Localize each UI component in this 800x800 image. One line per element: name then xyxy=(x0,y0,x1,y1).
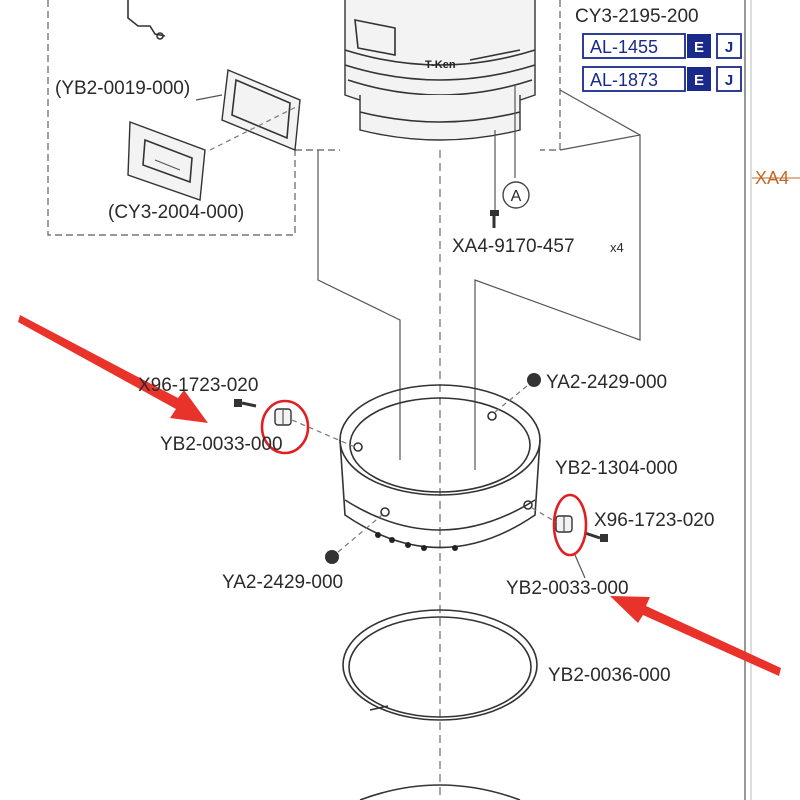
barrel-engraving xyxy=(469,49,521,61)
barrel-band-1 xyxy=(344,49,536,66)
red-arrow-right xyxy=(610,596,781,676)
ring-hole-front xyxy=(380,507,390,517)
ref-box-al-1455: AL-1455 E J xyxy=(582,33,742,59)
ring-markings xyxy=(375,532,458,551)
barrel-lower-ring xyxy=(359,95,521,141)
upper-dashed-box-right xyxy=(540,0,561,151)
highlight-ring-right xyxy=(552,493,588,557)
label-yb2-1304-000: YB2-1304-000 xyxy=(555,458,678,479)
ring-hole-back xyxy=(487,411,497,421)
ref-box-al-1455-j: J xyxy=(725,39,733,56)
label-x96-1723-020-left: X96-1723-020 xyxy=(138,375,258,396)
bracket-part xyxy=(127,0,166,37)
ref-box-al-1873: AL-1873 E J xyxy=(582,66,742,92)
plate-slot xyxy=(154,159,181,171)
label-xa4-9170-457: XA4-9170-457 xyxy=(452,236,575,257)
label-yb2-0036-000: YB2-0036-000 xyxy=(548,665,671,686)
circle-a-letter: A xyxy=(511,188,522,205)
bottom-partial-ring xyxy=(359,784,521,800)
ref-box-al-1873-code: AL-1873 xyxy=(590,70,658,90)
screw-x96-left xyxy=(234,399,257,408)
leader-yb2-0019 xyxy=(195,94,223,101)
subassembly-dashed-box xyxy=(47,0,296,236)
plate-to-window-dash xyxy=(209,104,301,151)
label-ya2-2429-000-top: YA2-2429-000 xyxy=(546,372,667,393)
plate-part-cy3-2004 xyxy=(127,121,206,201)
plate-inner xyxy=(142,138,193,184)
alignment-frame-right xyxy=(474,134,641,470)
ring-yb2-0036-inner xyxy=(348,616,532,718)
ring-yb2-0036-outer xyxy=(342,609,538,721)
reference-circle-a xyxy=(502,181,530,209)
ring-hole-left xyxy=(353,442,363,452)
ref-box-al-1873-j: J xyxy=(725,72,733,89)
nut-top-dash xyxy=(494,385,528,413)
highlight-ring-left xyxy=(260,399,310,455)
bushing-yb2-0033-left xyxy=(274,408,292,426)
label-xa4-qty: x4 xyxy=(610,240,624,255)
nut-ya2-2429-bottom xyxy=(325,550,339,564)
screw-xa4-head xyxy=(490,210,499,216)
screw-x96-right xyxy=(584,531,608,542)
ring-band xyxy=(344,499,536,531)
leader-yb2-0033-right xyxy=(574,554,586,579)
bracket-screw xyxy=(156,32,164,40)
nut-ya2-2429-top xyxy=(527,373,541,387)
ref-box-al-1455-code: AL-1455 xyxy=(590,37,658,57)
label-cy3-2004-000: (CY3-2004-000) xyxy=(108,202,244,223)
label-yb2-0019-000: (YB2-0019-000) xyxy=(55,78,190,99)
label-x96-1723-020-right: X96-1723-020 xyxy=(594,510,714,531)
alignment-frame-top xyxy=(559,89,641,136)
label-cy3-2195-200: CY3-2195-200 xyxy=(575,6,699,27)
window-part-yb2-0019 xyxy=(221,68,301,152)
barrel-band-2 xyxy=(344,64,536,81)
label-yb2-0033-000-right: YB2-0033-000 xyxy=(506,578,629,599)
barrel-window-slot xyxy=(354,19,396,56)
ring-hole-right xyxy=(523,500,533,510)
right-bushing-dash xyxy=(531,507,557,523)
ref-box-al-1873-e: E xyxy=(694,72,704,89)
label-ya2-2429-000-bottom: YA2-2429-000 xyxy=(222,572,343,593)
barrel-marking: T-Ken xyxy=(425,59,456,71)
label-yb2-0033-000-left: YB2-0033-000 xyxy=(160,434,283,455)
red-arrow-left xyxy=(18,315,208,423)
window-inner xyxy=(231,78,291,140)
bushing-yb2-0033-right xyxy=(555,515,573,533)
barrel-lower-band xyxy=(359,111,521,123)
ref-box-al-1455-e: E xyxy=(694,39,704,56)
left-bushing-dash xyxy=(291,419,356,448)
nut-bottom-dash xyxy=(337,514,383,553)
ring-body xyxy=(339,439,541,549)
alignment-frame-left xyxy=(317,150,401,460)
ring-yb2-0036-gap xyxy=(369,705,389,711)
